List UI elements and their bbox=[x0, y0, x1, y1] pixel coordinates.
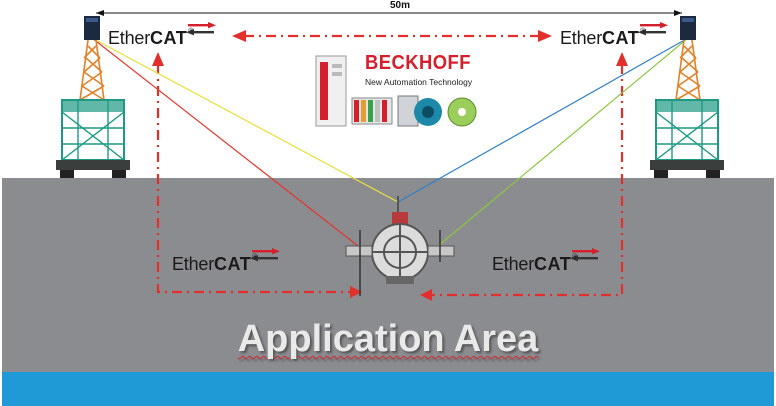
water-strip bbox=[2, 372, 774, 406]
ethercat-suffix: CAT bbox=[214, 254, 251, 274]
ethercat-prefix: Ether bbox=[172, 254, 214, 274]
ethercat-suffix: CAT bbox=[534, 254, 571, 274]
brand-name: BECKHOFF bbox=[365, 52, 471, 75]
ethercat-logo-top-right: EtherCAT® bbox=[560, 28, 645, 49]
ethercat-reg: ® bbox=[252, 254, 257, 261]
ethercat-prefix: Ether bbox=[492, 254, 534, 274]
application-area-label: Application Area bbox=[0, 318, 776, 361]
ethercat-logo-bottom-left: EtherCAT® bbox=[172, 254, 257, 275]
ethercat-suffix: CAT bbox=[602, 28, 639, 48]
distance-label: 50m bbox=[380, 0, 420, 11]
ethercat-reg: ® bbox=[188, 28, 193, 35]
brand-tagline: New Automation Technology bbox=[365, 77, 472, 87]
ethercat-logo-top-left: EtherCAT® bbox=[108, 28, 193, 49]
ethercat-reg: ® bbox=[640, 28, 645, 35]
ethercat-suffix: CAT bbox=[150, 28, 187, 48]
ethercat-prefix: Ether bbox=[560, 28, 602, 48]
ethercat-logo-bottom-right: EtherCAT® bbox=[492, 254, 577, 275]
ethercat-reg: ® bbox=[572, 254, 577, 261]
ethercat-prefix: Ether bbox=[108, 28, 150, 48]
application-area-text: Application Area bbox=[238, 318, 539, 360]
